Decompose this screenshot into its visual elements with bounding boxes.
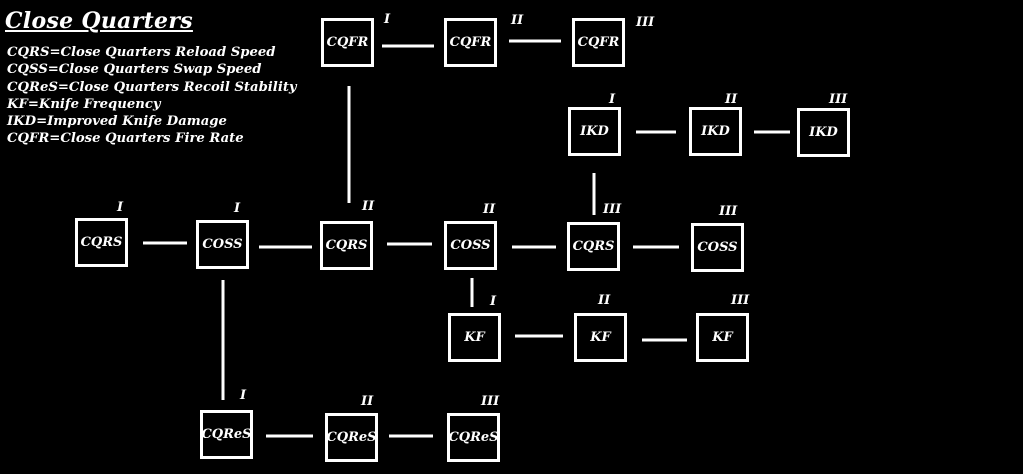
legend-item-cqfr: CQFR=Close Quarters Fire Rate xyxy=(7,131,244,147)
legend-item-cqrs: CQRS=Close Quarters Reload Speed xyxy=(7,45,276,60)
tier-label: II xyxy=(483,202,496,217)
node-label: COSS xyxy=(202,237,243,252)
legend: CQRS=Close Quarters Reload Speed CQSS=Cl… xyxy=(7,44,307,148)
node-ikd-3: IKD xyxy=(797,108,850,157)
node-label: CQReS xyxy=(448,430,499,445)
node-cqres-2: CQReS xyxy=(325,413,378,462)
node-label: CQFR xyxy=(577,35,620,50)
tier-label: III xyxy=(731,293,750,308)
node-label: KF xyxy=(590,330,611,345)
node-cqrs-3: CQRS xyxy=(567,222,620,271)
tier-label: I xyxy=(609,92,616,107)
tier-label: II xyxy=(511,13,524,28)
node-cqrs-2: CQRS xyxy=(320,221,373,270)
node-coss-1: COSS xyxy=(196,220,249,269)
tier-label: I xyxy=(240,388,247,403)
node-coss-3: COSS xyxy=(691,223,744,272)
node-cqres-1: CQReS xyxy=(200,410,253,459)
legend-item-cqres: CQReS=Close Quarters Recoil Stability xyxy=(7,79,297,95)
tier-label: III xyxy=(481,394,500,409)
node-label: CQRS xyxy=(80,235,123,250)
tier-label: III xyxy=(829,92,848,107)
tier-label: I xyxy=(384,12,391,27)
node-label: CQReS xyxy=(201,427,252,442)
tier-label: II xyxy=(725,92,738,107)
node-label: CQRS xyxy=(325,238,368,253)
node-ikd-1: IKD xyxy=(568,107,621,156)
node-label: IKD xyxy=(701,124,730,139)
diagram-title: Close Quarters xyxy=(5,8,193,34)
node-label: CQReS xyxy=(326,430,377,445)
legend-item-cqss: CQSS=Close Quarters Swap Speed xyxy=(7,62,262,78)
tier-label: I xyxy=(234,201,241,216)
node-cqfr-1: CQFR xyxy=(321,18,374,67)
tier-label: I xyxy=(490,294,497,309)
node-coss-2: COSS xyxy=(444,221,497,270)
tier-label: III xyxy=(719,204,738,219)
node-label: CQFR xyxy=(326,35,369,50)
node-kf-1: KF xyxy=(448,313,501,362)
tier-label: II xyxy=(598,293,611,308)
node-cqfr-2: CQFR xyxy=(444,18,497,67)
node-kf-3: KF xyxy=(696,313,749,362)
node-cqfr-3: CQFR xyxy=(572,18,625,67)
tier-label: I xyxy=(117,200,124,215)
node-label: KF xyxy=(712,330,733,345)
legend-item-kf: KF=Knife Frequency xyxy=(7,96,161,112)
tier-label: II xyxy=(362,199,375,214)
node-kf-2: KF xyxy=(574,313,627,362)
node-cqrs-1: CQRS xyxy=(75,218,128,267)
legend-item-ikd: IKD=Improved Knife Damage xyxy=(7,114,227,130)
tier-label: III xyxy=(636,15,655,30)
node-label: COSS xyxy=(450,238,491,253)
node-label: CQFR xyxy=(449,35,492,50)
node-label: IKD xyxy=(809,125,838,140)
node-label: IKD xyxy=(580,124,609,139)
node-label: COSS xyxy=(697,240,738,255)
node-label: KF xyxy=(464,330,485,345)
tier-label: III xyxy=(603,202,622,217)
node-ikd-2: IKD xyxy=(689,107,742,156)
tier-label: II xyxy=(361,394,374,409)
node-label: CQRS xyxy=(572,239,615,254)
node-cqres-3: CQReS xyxy=(447,413,500,462)
